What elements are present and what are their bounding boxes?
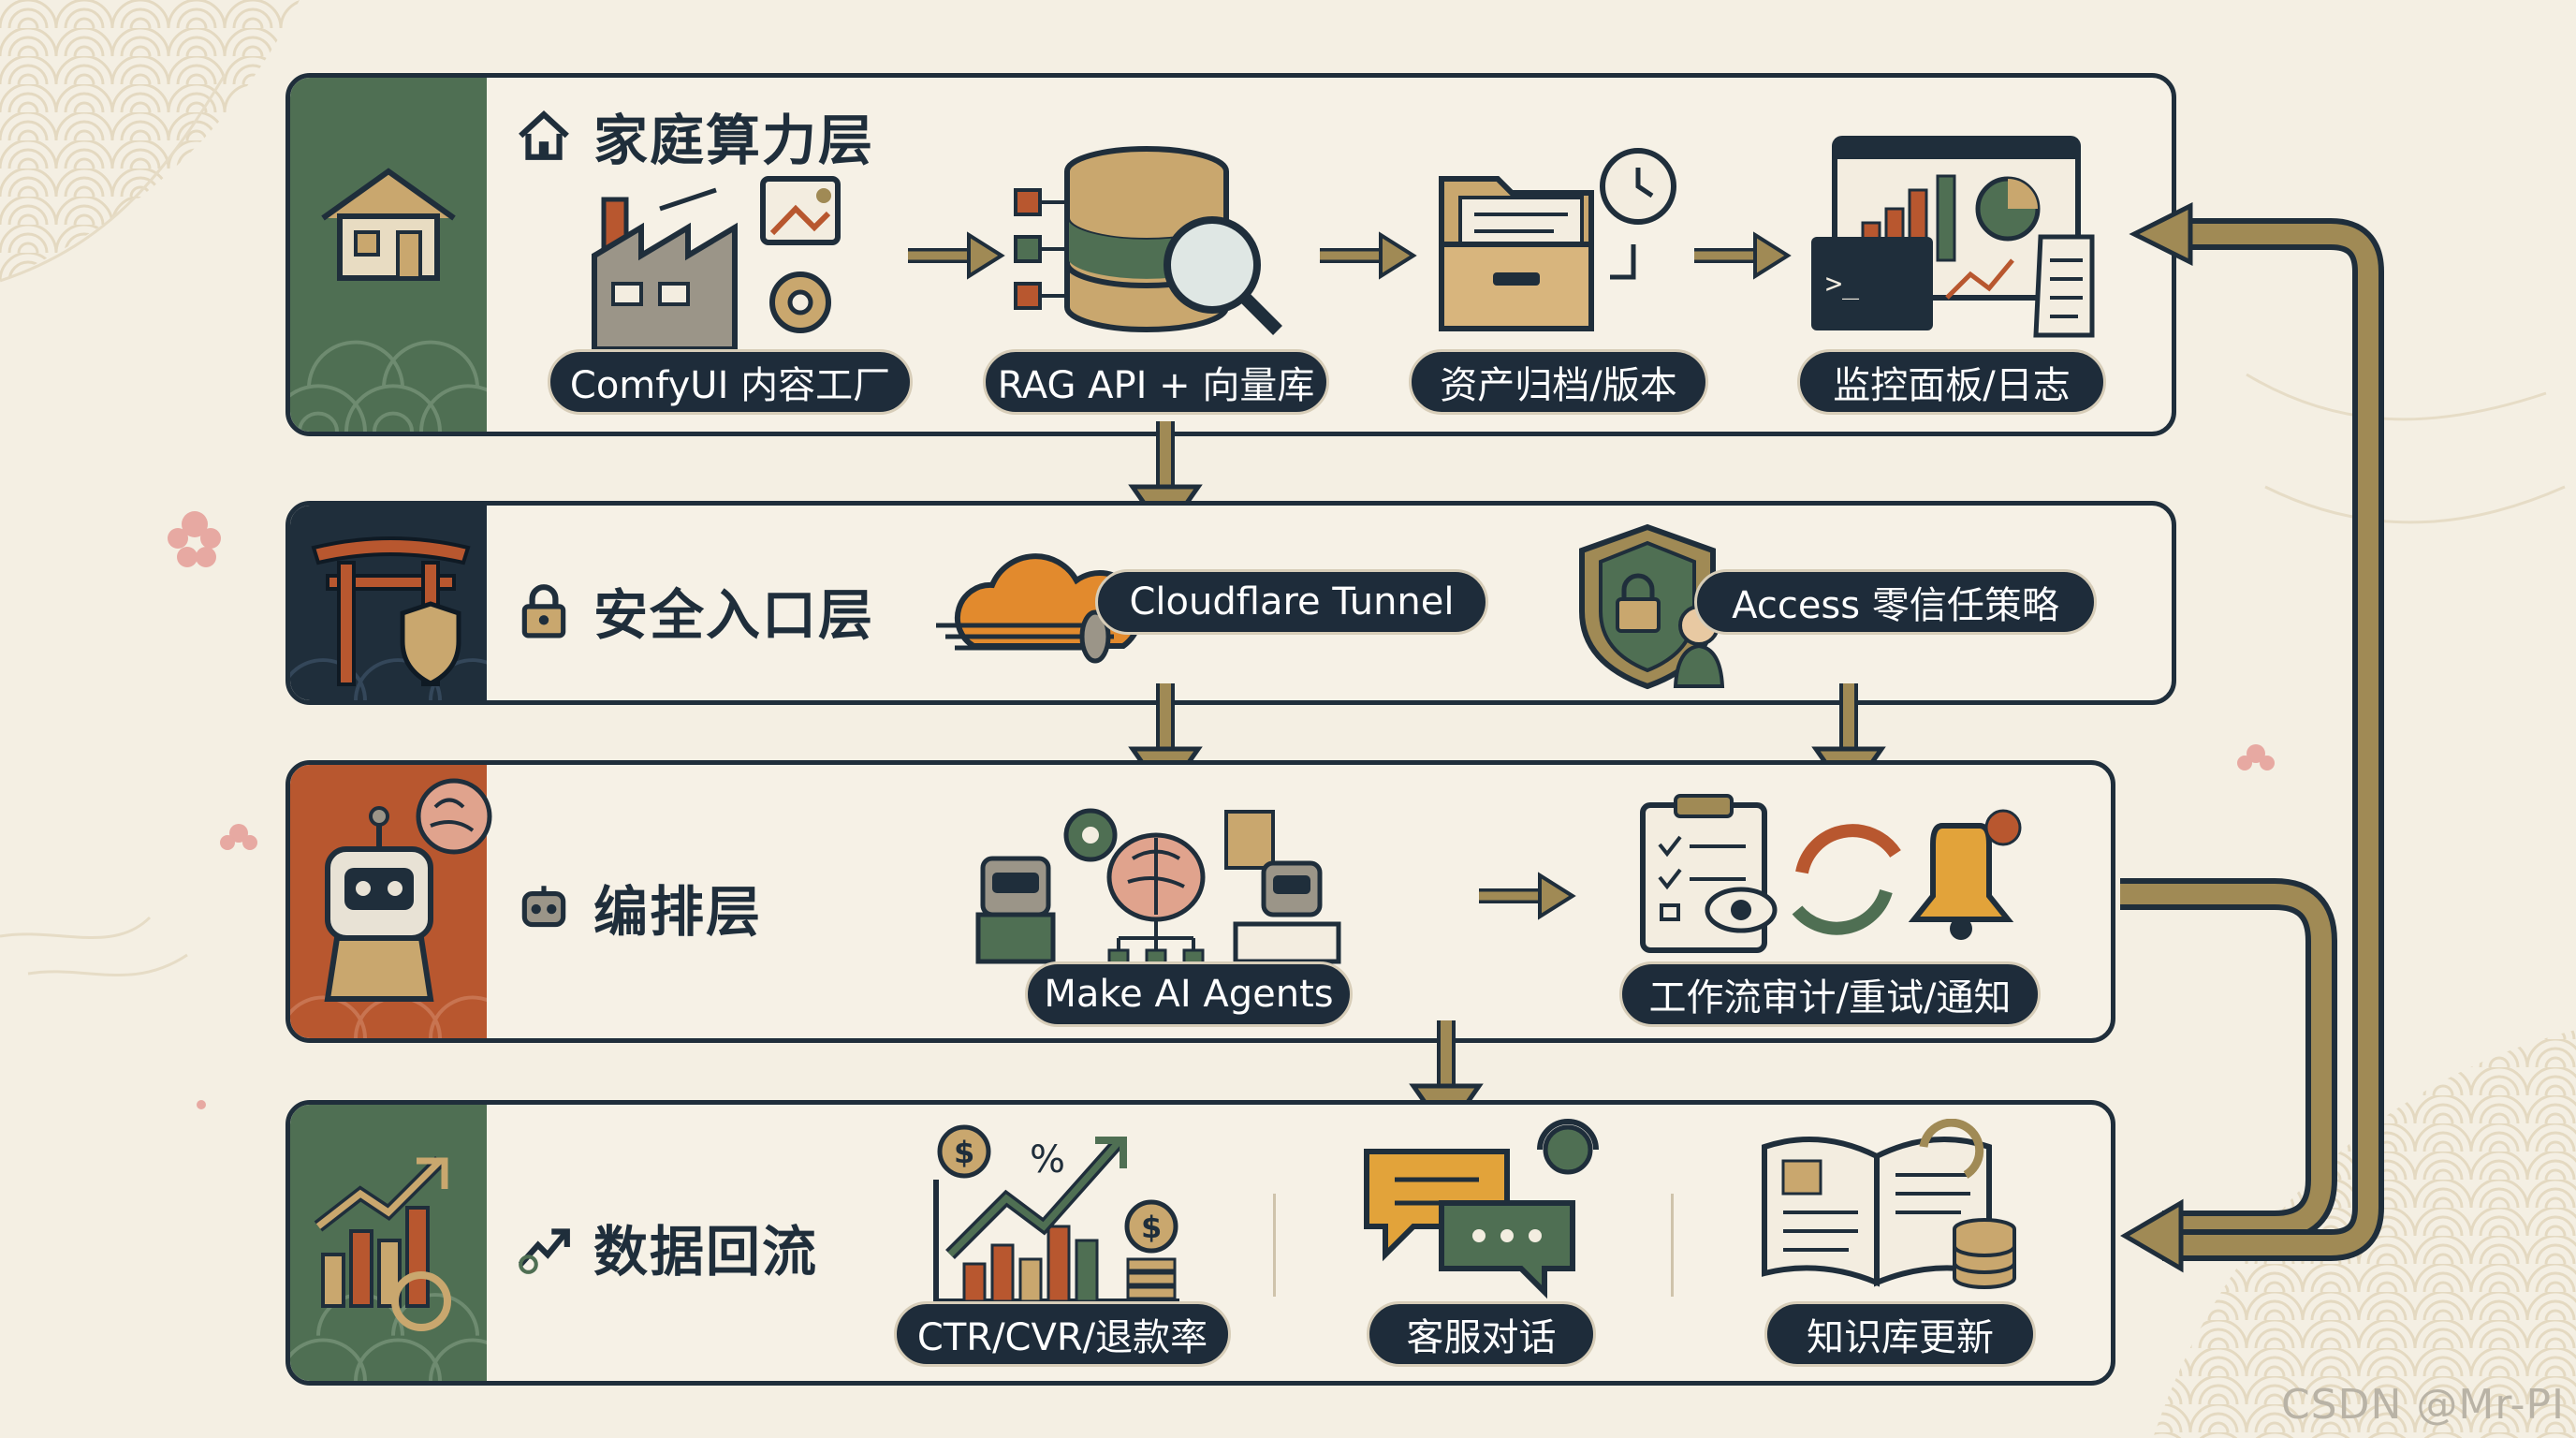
home-layer-title: 家庭算力层: [515, 96, 874, 175]
knowledge-book-icon: [1762, 1119, 2016, 1289]
watermark: CSDN @Mr-PI: [2280, 1381, 2565, 1429]
rag-api-node-label: RAG API + 向量库: [983, 349, 1329, 415]
knowledge-update-node-label: 知识库更新: [1764, 1301, 2036, 1367]
svg-text:%: %: [1030, 1138, 1065, 1181]
feedback-loop-connector: [2120, 201, 2384, 1273]
database-search-icon: [1014, 146, 1282, 335]
torii-gate-icon: [311, 536, 471, 686]
access-zero-trust-node-label: Access 零信任策略: [1694, 569, 2097, 635]
orchestration-layer-title: 编排层: [515, 868, 762, 946]
trend-icon: [518, 1228, 570, 1274]
robot-icon: [521, 886, 566, 928]
home-compute-layer: 家庭算力层 ComfyUI 内容工厂 RAG API + 向量库: [285, 73, 2176, 436]
svg-text:>_: >_: [1825, 268, 1860, 301]
chat-support-icon: [1364, 1119, 1599, 1299]
dashboard-icon: >_: [1811, 136, 2095, 338]
feedback-layer-title: 数据回流: [515, 1208, 818, 1286]
cloudflare-tunnel-node-label: Cloudflare Tunnel: [1095, 569, 1488, 635]
security-layer-title: 安全入口层: [515, 571, 874, 650]
house-illustration: [321, 168, 456, 281]
arrow-right-icon: [1694, 231, 1792, 280]
workflow-audit-node-label: 工作流审计/重试/通知: [1619, 961, 2041, 1027]
arrow-right-icon: [908, 231, 1005, 280]
separator: [1671, 1194, 1674, 1297]
sakura-petals: [168, 511, 2275, 1109]
arrow-right-icon: [1479, 872, 1576, 920]
svg-text:$: $: [954, 1135, 974, 1170]
house-icon: [519, 110, 569, 160]
arrow-right-icon: [1320, 231, 1417, 280]
comfyui-node-label: ComfyUI 内容工厂: [548, 349, 913, 415]
growth-trend-illustration: [314, 1156, 451, 1331]
factory-icon: [592, 176, 841, 352]
ctr-cvr-node-label: CTR/CVR/退款率: [894, 1301, 1231, 1367]
agents-brain-icon: [975, 808, 1341, 969]
make-ai-agents-node-label: Make AI Agents: [1025, 961, 1353, 1027]
svg-text:$: $: [1141, 1210, 1162, 1245]
folder-archive-icon: [1439, 148, 1676, 331]
separator: [1273, 1194, 1276, 1297]
asset-archive-node-label: 资产归档/版本: [1409, 349, 1708, 415]
robot-illustration: [324, 778, 492, 1002]
monitoring-node-label: 监控面板/日志: [1797, 349, 2106, 415]
customer-chat-node-label: 客服对话: [1367, 1301, 1596, 1367]
growth-chart-icon: $ % $: [933, 1124, 1179, 1304]
security-entry-layer: 安全入口层 Cloudflare Tunnel Access 零信任策略: [285, 501, 2176, 705]
data-feedback-layer: 数据回流 $ % $ CTR/CVR/退款率 客服对话: [285, 1100, 2115, 1386]
orchestration-layer: 编排层 Make AI Agents 工作流审计/重试/通知: [285, 760, 2115, 1043]
audit-retry-bell-icon: [1640, 794, 2022, 953]
lock-icon: [521, 584, 566, 638]
shield-guard-icon: [1579, 523, 1725, 690]
